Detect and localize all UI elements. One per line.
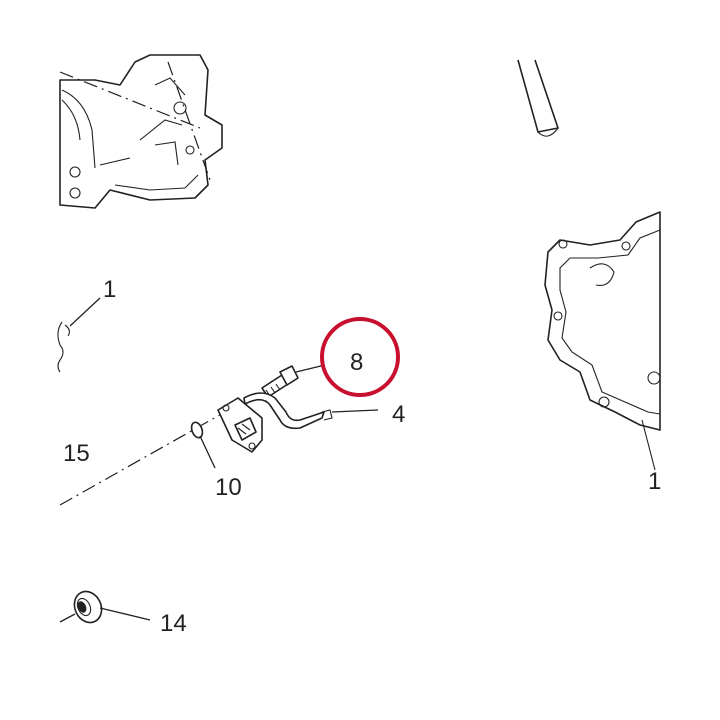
housing-edge-part [57,297,101,373]
callout-15[interactable]: 15 [63,440,90,467]
highlight-ring [320,317,400,397]
callout-10[interactable]: 10 [215,474,242,501]
hose-part [517,59,559,137]
sensor-part-4 [217,392,379,453]
engine-housing-part [59,54,223,209]
callout-1-right[interactable]: 1 [648,468,661,495]
screw-part-8 [261,364,326,398]
o-ring-part-10 [190,421,216,469]
callout-4[interactable]: 4 [392,401,405,428]
callout-14[interactable]: 14 [160,610,187,637]
gasket-part [544,211,661,471]
seal-part-14 [59,590,151,624]
callout-1-left[interactable]: 1 [103,276,116,303]
callout-8[interactable]: 8 [350,349,363,376]
